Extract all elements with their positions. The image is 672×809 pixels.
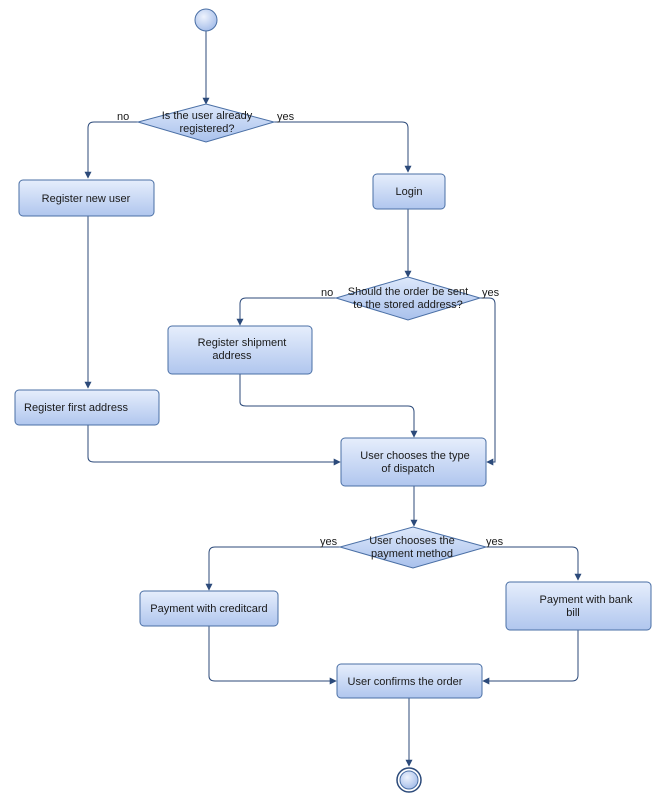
edge-payment-yes-to-credit-card — [205, 546, 340, 591]
activity-register-shipment-address-line-2: address — [212, 350, 252, 362]
decision-stored-address-line-2: to the stored address? — [353, 299, 462, 311]
decision-payment-method-line-2: payment method — [371, 548, 453, 560]
decision-stored-address: Should the order be sent to the stored a… — [334, 276, 482, 321]
label-registered-no: no — [117, 111, 129, 123]
activity-login-label: Login — [396, 186, 423, 198]
activity-payment-bank-bill-line-1: Payment with bank — [540, 594, 633, 606]
edge-stored-no-to-register-shipment — [236, 297, 340, 326]
decision-stored-address-line-1: Should the order be sent — [348, 286, 468, 298]
edge-registered-no-to-register-new-user — [84, 121, 138, 179]
activity-register-new-user-label: Register new user — [42, 193, 131, 205]
edges — [84, 31, 582, 767]
edge-labels: no yes no yes yes yes — [117, 111, 504, 548]
label-registered-yes: yes — [277, 111, 295, 123]
initial-node — [194, 8, 218, 32]
activity-payment-bank-bill: Payment with bank bill — [505, 581, 652, 631]
activity-register-first-address: Register first address — [14, 389, 160, 426]
edge-credit-card-to-confirm-order — [208, 626, 337, 685]
label-stored-yes: yes — [482, 287, 500, 299]
activity-payment-credit-card-label: Payment with creditcard — [150, 603, 267, 615]
activity-confirm-order-label: User confirms the order — [348, 676, 463, 688]
activity-register-first-address-label: Register first address — [24, 402, 128, 414]
activity-choose-dispatch-line-2: of dispatch — [381, 463, 434, 475]
activity-register-shipment-address-line-1: Register shipment — [198, 337, 287, 349]
activity-payment-bank-bill-line-2: bill — [566, 607, 579, 619]
final-node — [396, 767, 422, 793]
edge-stored-yes-to-choose-dispatch — [480, 297, 496, 466]
decision-already-registered-line-1: Is the user already — [162, 110, 253, 122]
decision-payment-method: User chooses the payment method — [338, 526, 488, 569]
activity-confirm-order: User confirms the order — [336, 663, 483, 699]
edge-register-shipment-to-choose-dispatch — [239, 374, 418, 438]
activity-payment-credit-card: Payment with creditcard — [139, 590, 279, 627]
edge-registered-yes-to-login — [274, 121, 412, 173]
activity-register-new-user: Register new user — [18, 179, 155, 217]
decision-payment-method-line-1: User chooses the — [369, 535, 455, 547]
edge-payment-yes-to-bank-bill — [486, 546, 582, 581]
label-stored-no: no — [321, 287, 333, 299]
decision-already-registered-line-2: registered? — [179, 123, 234, 135]
label-payment-yes-left: yes — [320, 536, 338, 548]
activity-register-shipment-address: Register shipment address — [167, 325, 313, 375]
activity-choose-dispatch: User chooses the type of dispatch — [340, 437, 487, 487]
label-payment-yes-right: yes — [486, 536, 504, 548]
edge-bank-bill-to-confirm-order — [482, 630, 579, 685]
decision-already-registered: Is the user already registered? — [136, 103, 276, 143]
activity-login: Login — [372, 173, 446, 210]
edge-register-first-address-to-choose-dispatch — [87, 425, 341, 466]
activity-choose-dispatch-line-1: User chooses the type — [360, 450, 469, 462]
